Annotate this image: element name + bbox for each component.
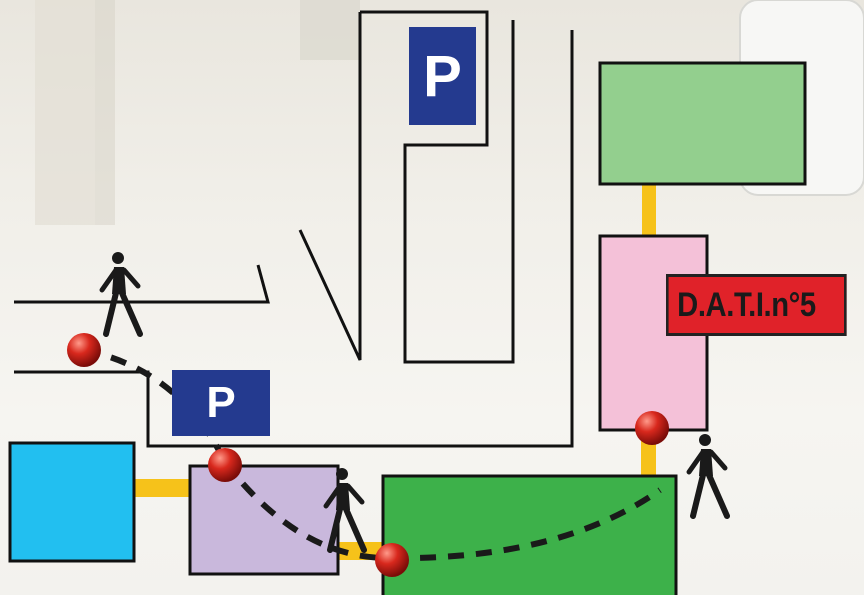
room-lavender	[190, 466, 338, 574]
waypoint-1	[67, 333, 101, 367]
waypoint-2	[208, 448, 242, 482]
parking-sign-label: P	[206, 378, 235, 428]
wall-diagonal	[300, 12, 360, 360]
room-green	[383, 476, 676, 595]
room-cyan	[10, 443, 134, 561]
parking-sign-label: P	[423, 43, 462, 110]
wall-left-block	[14, 265, 268, 302]
parking-sign-top: P	[409, 27, 476, 125]
walking-person-icon	[102, 252, 140, 334]
parking-sign-middle: P	[172, 370, 270, 436]
station-label: D.A.T.I.n°5	[666, 274, 847, 336]
connector-pink-lightgreen	[642, 183, 656, 238]
walking-person-icon	[689, 434, 727, 516]
waypoint-4	[635, 411, 669, 445]
room-light-green	[600, 63, 805, 184]
waypoint-3	[375, 543, 409, 577]
connector-cyan-lavender	[135, 479, 190, 497]
